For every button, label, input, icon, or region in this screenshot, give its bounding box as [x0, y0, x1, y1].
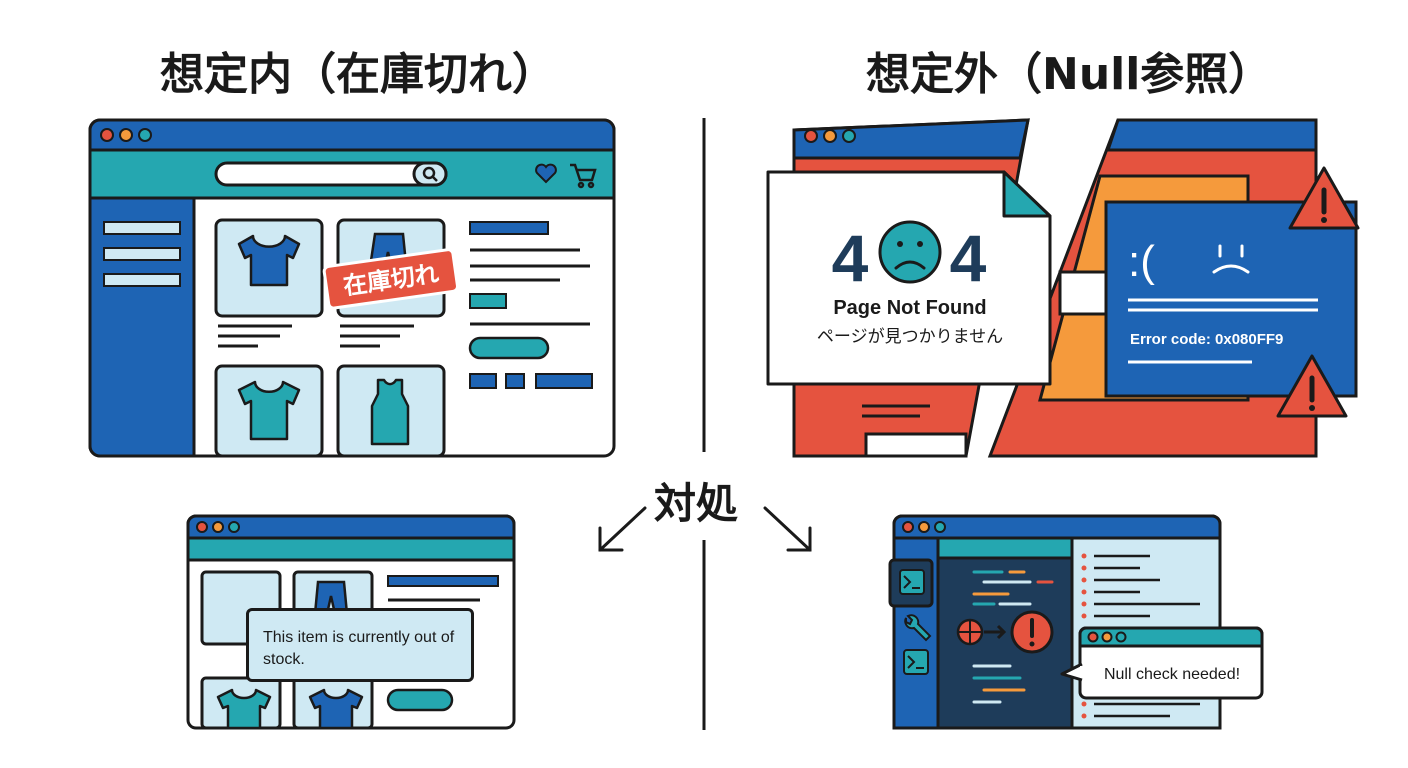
- error-404-digit-right: 4: [950, 221, 987, 295]
- arrow-left: [598, 506, 647, 552]
- search-icon: [422, 166, 438, 182]
- error-collage: 4 4 Page Not Found ページが見つかりません :( Error …: [766, 118, 1360, 458]
- out-of-stock-tooltip: This item is currently out of stock.: [246, 608, 474, 682]
- title-unexpected: 想定外（Null参照）: [866, 49, 1273, 100]
- out-of-stock-badge: 在庫切れ: [322, 248, 459, 310]
- add-to-cart-button: [468, 336, 550, 360]
- title-expected: 想定内（在庫切れ）: [160, 49, 556, 100]
- ide-window: Null check needed!: [888, 514, 1264, 730]
- wrench-icon: [904, 614, 932, 642]
- tanktop-icon: [370, 378, 410, 446]
- bsod-frown-icon: [1212, 244, 1250, 274]
- warning-icon: [1276, 354, 1348, 418]
- sad-face-icon: [878, 220, 942, 284]
- error-404-digit-left: 4: [832, 221, 869, 295]
- page-not-found-subtitle: ページが見つかりません: [817, 327, 1003, 347]
- window-dot-red: [100, 128, 114, 142]
- tshirt-icon: [308, 688, 364, 730]
- tshirt-icon: [237, 234, 301, 287]
- tshirt-icon: [216, 688, 272, 730]
- window-dot-orange: [119, 128, 133, 142]
- terminal-icon: [903, 649, 929, 675]
- cart-icon: [570, 163, 597, 189]
- tshirt-icon: [237, 380, 301, 441]
- warning-icon: [1288, 166, 1360, 230]
- null-target-icon: [956, 618, 984, 646]
- bsod-error-code: Error code: 0x080FF9: [1130, 331, 1283, 348]
- bsod-face-text: :(: [1128, 237, 1155, 286]
- null-check-message: Null check needed!: [1104, 666, 1240, 683]
- window-dot-teal: [138, 128, 152, 142]
- title-handling: 対処: [654, 479, 739, 528]
- shop-browser-window: 在庫切れ: [88, 118, 616, 458]
- heart-icon: [535, 163, 557, 184]
- alert-icon: [1010, 610, 1054, 654]
- search-bar: [214, 161, 448, 187]
- add-to-cart-button: [386, 688, 454, 712]
- out-of-stock-tooltip-text: This item is currently out of stock.: [263, 629, 455, 668]
- arrow-right: [763, 506, 812, 552]
- page-not-found-title: Page Not Found: [833, 297, 986, 319]
